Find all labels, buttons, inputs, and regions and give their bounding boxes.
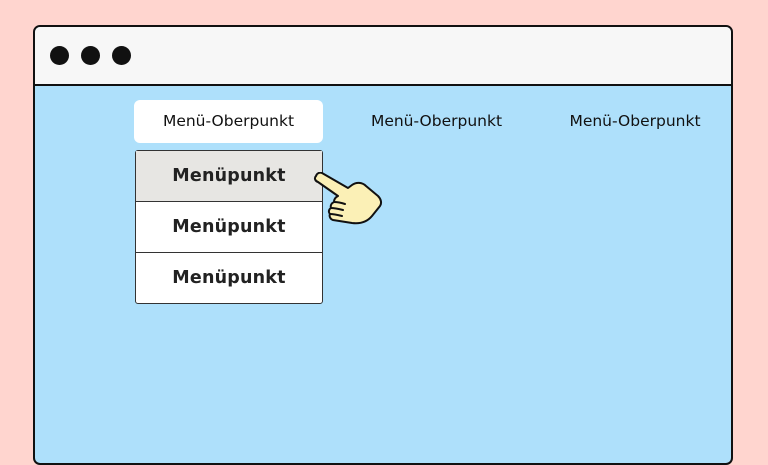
minimize-dot-icon[interactable]: [81, 46, 100, 65]
window-titlebar: [35, 27, 731, 86]
maximize-dot-icon[interactable]: [112, 46, 131, 65]
pointing-hand-icon: [313, 172, 383, 225]
dropdown-item-2[interactable]: Menüpunkt: [136, 202, 322, 253]
browser-window: Menü-Oberpunkt Menü-Oberpunkt Menü-Oberp…: [33, 25, 733, 465]
dropdown-item-1[interactable]: Menüpunkt: [136, 151, 322, 202]
dropdown-menu: Menüpunkt Menüpunkt Menüpunkt: [135, 150, 323, 304]
nav-item-top-level-3[interactable]: Menü-Oberpunkt: [569, 112, 701, 130]
nav-item-top-level-2[interactable]: Menü-Oberpunkt: [370, 112, 503, 130]
nav-item-top-level-1[interactable]: Menü-Oberpunkt: [134, 100, 323, 143]
dropdown-item-3[interactable]: Menüpunkt: [172, 268, 286, 288]
close-dot-icon[interactable]: [50, 46, 69, 65]
